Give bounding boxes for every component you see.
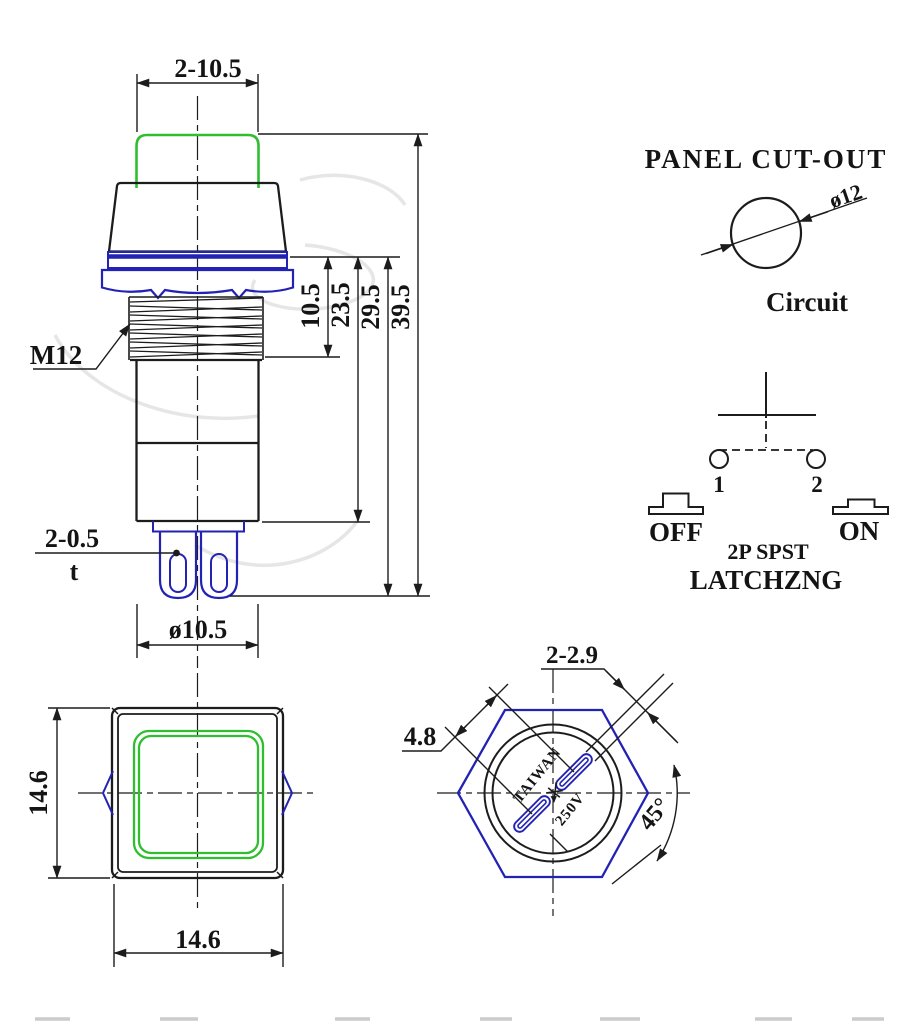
washer	[107, 251, 288, 269]
thread-spec-label: M12	[30, 340, 82, 370]
on-label: ON	[839, 516, 880, 546]
panel-cutout-view: PANEL CUT-OUT ø12 Circuit	[645, 144, 888, 317]
pole-type-label: 2P SPST	[727, 539, 809, 564]
dim-bottom-diameter: ø10.5	[136, 604, 259, 658]
lens-inner-ring	[137, 734, 260, 855]
dim-total-height-label: 39.5	[386, 284, 415, 330]
dim-front-height: 14.6	[24, 707, 110, 879]
plunger-symbol	[718, 372, 816, 418]
leader-dot	[173, 549, 180, 557]
button-cap-outline	[135, 133, 260, 188]
bushing-inner-circle	[491, 731, 615, 855]
back-view: TAIWAN 250V 2-2.9 4.8 45°	[402, 642, 690, 916]
cutout-diameter-label: ø12	[826, 179, 865, 213]
thickness-symbol-label: t	[70, 557, 79, 586]
contact-terminal-1	[709, 449, 729, 469]
cap-inner-square	[117, 713, 278, 873]
terminal-slot-left	[169, 553, 187, 593]
thread-section	[128, 296, 264, 360]
circuit-heading: Circuit	[766, 287, 848, 317]
dim-slots: 2-2.9	[541, 642, 679, 762]
nut-corner-marks	[101, 770, 294, 816]
corner-chamfer-ticks	[111, 707, 284, 879]
dim-terminal-depth-label: 29.5	[356, 284, 385, 330]
on-position-symbol	[832, 498, 889, 515]
thread-spec-callout: M12	[30, 323, 131, 370]
bushing-outer-circle	[483, 723, 623, 863]
brand-mark-icon	[546, 782, 563, 803]
slot-axis-stub	[549, 833, 569, 853]
dim-slot-offset-label: 4.8	[404, 722, 437, 751]
terminal-thickness-label: 2-0.5	[45, 524, 99, 553]
dim-button-width-label: 2-10.5	[174, 54, 241, 83]
dim-slot-offset: 4.8	[402, 683, 575, 815]
dim-slots-label: 2-2.9	[546, 642, 598, 669]
cutout-circle	[729, 196, 803, 270]
dim-thread-length-label: 10.5	[296, 283, 325, 329]
terminal-slot-right	[210, 553, 228, 593]
front-view-centerlines	[78, 673, 317, 912]
action-type-label: LATCHZNG	[690, 565, 843, 595]
dim-slot-angle: 45°	[611, 764, 682, 885]
off-label: OFF	[649, 517, 703, 547]
dim-front-height-label: 14.6	[24, 770, 53, 816]
terminal-thickness-callout: 2-0.5 t	[35, 524, 180, 586]
dim-slot-angle-label: 45°	[634, 793, 676, 835]
off-position-symbol	[648, 492, 704, 515]
cap-outer-square	[110, 706, 285, 880]
terminal-1-label: 1	[713, 472, 725, 497]
back-view-centerlines	[437, 669, 690, 916]
lens-outer-ring	[132, 729, 265, 860]
contact-terminal-2	[806, 449, 826, 469]
dim-bottom-diameter-label: ø10.5	[169, 615, 228, 644]
bezel-outline	[107, 181, 288, 253]
circuit-schematic: 1 2 OFF ON 2P SPST LATCHZNG	[648, 372, 889, 595]
watermark-swirls	[53, 173, 407, 567]
dim-front-width: 14.6	[113, 884, 284, 967]
panel-cutout-title: PANEL CUT-OUT	[645, 144, 888, 174]
dim-button-width: 2-10.5	[136, 54, 259, 132]
hex-nut-front	[456, 708, 650, 879]
hex-nut-side	[100, 268, 295, 300]
switch-body	[130, 358, 262, 523]
terminal-2-label: 2	[811, 472, 823, 497]
side-view: 2-10.5 10.5 23.5 29.5 39.5 M12 2-0.5 t	[30, 54, 430, 668]
dim-height-chain: 10.5 23.5 29.5 39.5	[230, 133, 430, 597]
front-view: 14.6 14.6	[24, 673, 317, 967]
dim-body-depth-label: 23.5	[326, 282, 355, 328]
dim-front-width-label: 14.6	[175, 925, 221, 954]
